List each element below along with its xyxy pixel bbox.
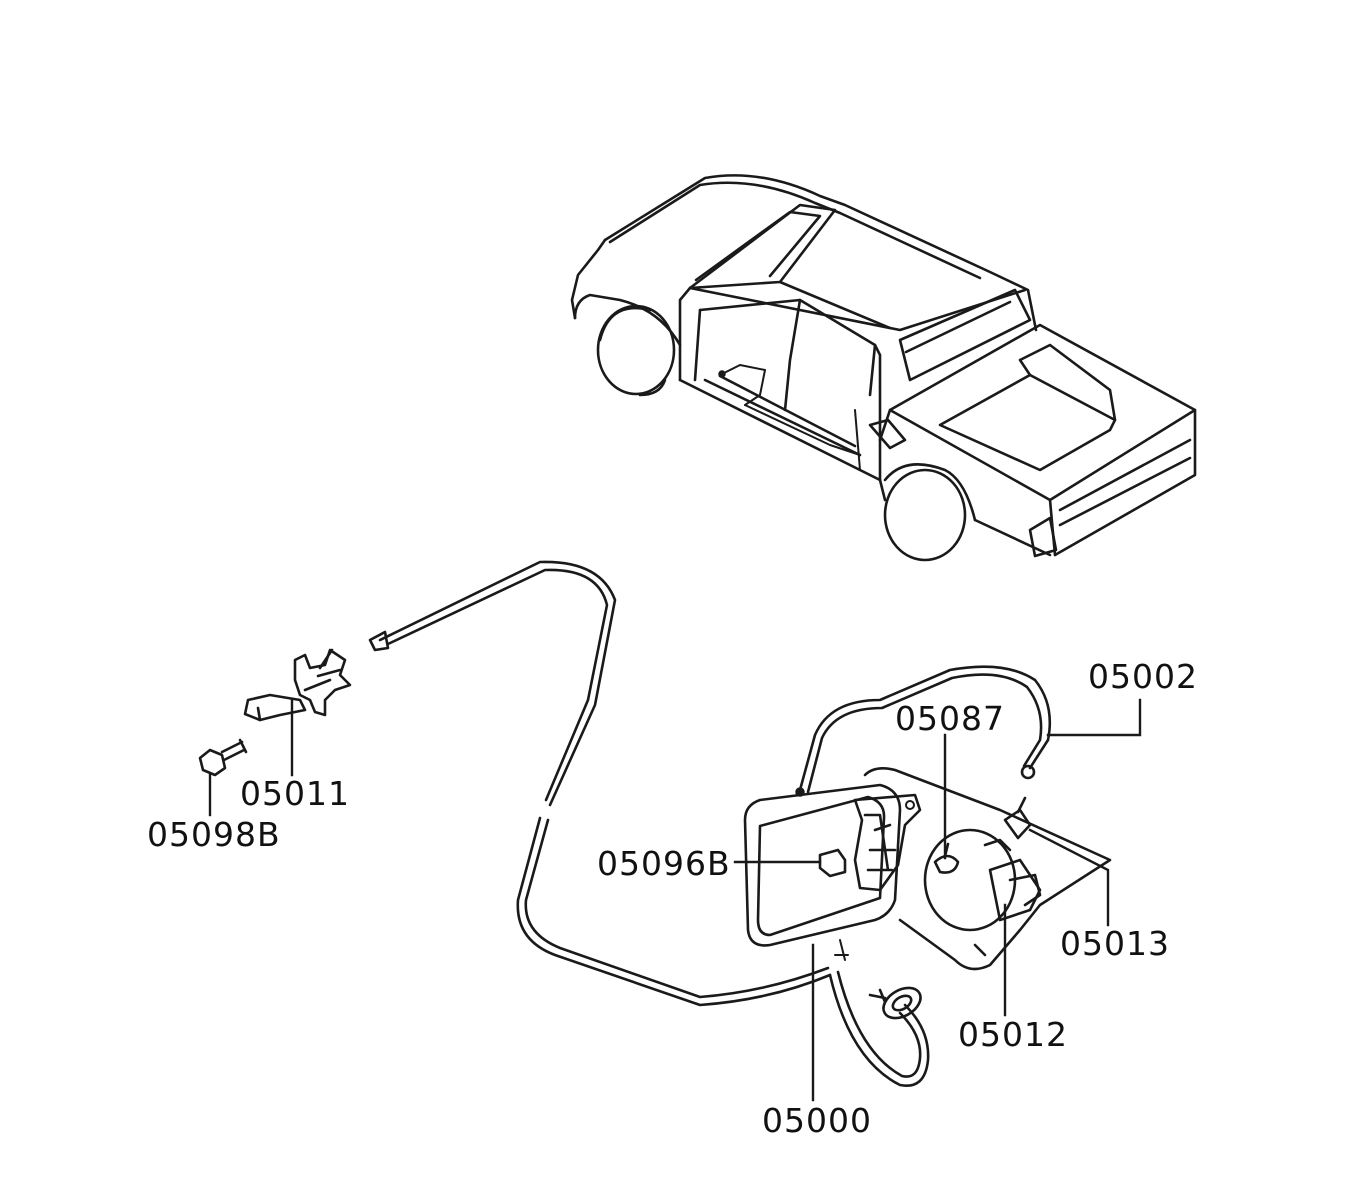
pickup-truck-drawing [570, 174, 1197, 562]
part-label-05098B: 05098B [147, 815, 281, 854]
fuel-lid-drawing [743, 783, 922, 961]
part-label-05011: 05011 [240, 774, 350, 813]
lid-open-cable [795, 665, 1052, 797]
opener-ring-and-cable [828, 970, 930, 1087]
part-label-05013: 05013 [1060, 924, 1170, 963]
fuel-filler-housing-drawing [863, 767, 1112, 971]
part-label-05087: 05087 [895, 699, 1005, 738]
part-label-05002: 05002 [1088, 657, 1198, 696]
release-cable [368, 560, 832, 1007]
release-lever-drawing [243, 648, 352, 722]
part-label-05096B: 05096B [597, 844, 731, 883]
leader-lines [208, 698, 1142, 1102]
part-label-05012: 05012 [958, 1015, 1068, 1054]
bolt-drawing [198, 738, 248, 777]
part-label-05000: 05000 [762, 1101, 872, 1140]
